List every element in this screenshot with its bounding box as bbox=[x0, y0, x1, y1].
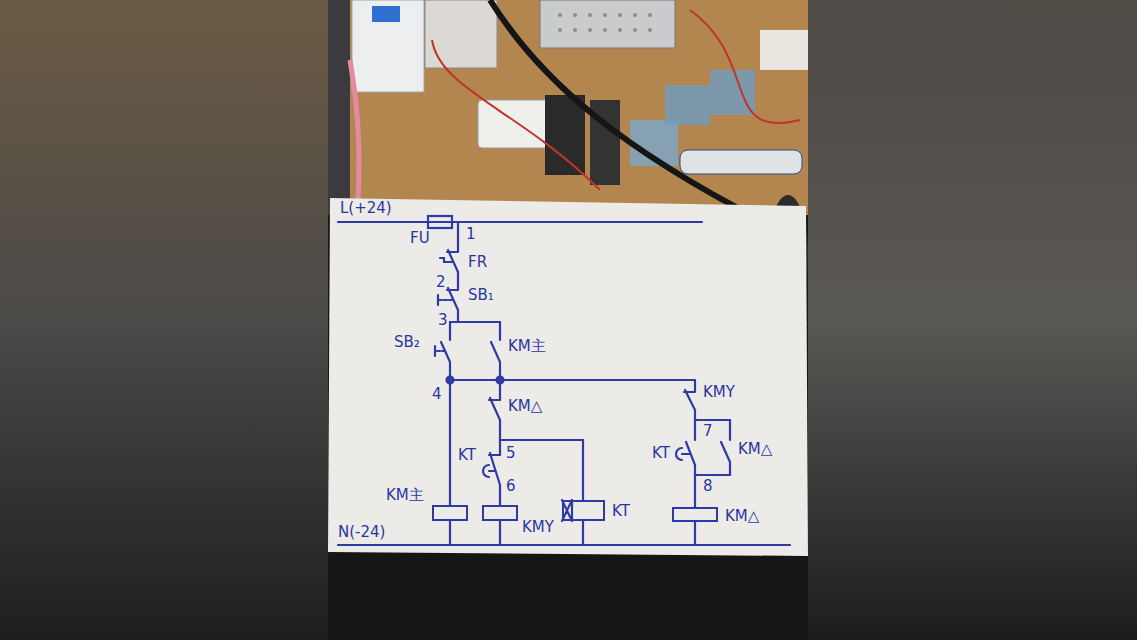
paper-sheet bbox=[328, 198, 808, 556]
circuit-wiring bbox=[338, 216, 790, 545]
circuit-label: 6 bbox=[506, 478, 516, 495]
circuit-label: 1 bbox=[466, 226, 476, 243]
circuit-label: KM主 bbox=[508, 338, 546, 355]
circuit-label: KM△ bbox=[508, 398, 542, 415]
coil-label: KM主 bbox=[386, 487, 424, 504]
circuit-label: 3 bbox=[438, 312, 448, 329]
circuit-label: KT bbox=[652, 445, 670, 462]
coil-label: KMY bbox=[522, 519, 554, 536]
coil-box: KMY bbox=[482, 505, 518, 521]
circuit-label: KT bbox=[458, 447, 476, 464]
desk-photo bbox=[328, 0, 808, 640]
coil-box: KM主 bbox=[432, 505, 468, 521]
circuit-label: KMY bbox=[703, 384, 735, 401]
circuit-label: 8 bbox=[703, 478, 713, 495]
coil-label: KT bbox=[612, 503, 630, 520]
circuit-label: L(+24) bbox=[340, 200, 392, 217]
circuit-label: SB₁ bbox=[468, 287, 494, 304]
coil-box: KT bbox=[562, 500, 605, 521]
circuit-label: 2 bbox=[436, 274, 446, 291]
circuit-label: FU bbox=[410, 230, 430, 247]
circuit-label: 5 bbox=[506, 445, 516, 462]
circuit-label: 7 bbox=[703, 423, 713, 440]
circuit-label: KM△ bbox=[738, 441, 772, 458]
coil-box: KM△ bbox=[672, 507, 718, 522]
circuit-label: N(-24) bbox=[338, 524, 385, 541]
circuit-label: SB₂ bbox=[394, 334, 420, 351]
coil-label: KM△ bbox=[725, 508, 759, 525]
circuit-label: FR bbox=[468, 254, 487, 271]
circuit-label: 4 bbox=[432, 386, 442, 403]
